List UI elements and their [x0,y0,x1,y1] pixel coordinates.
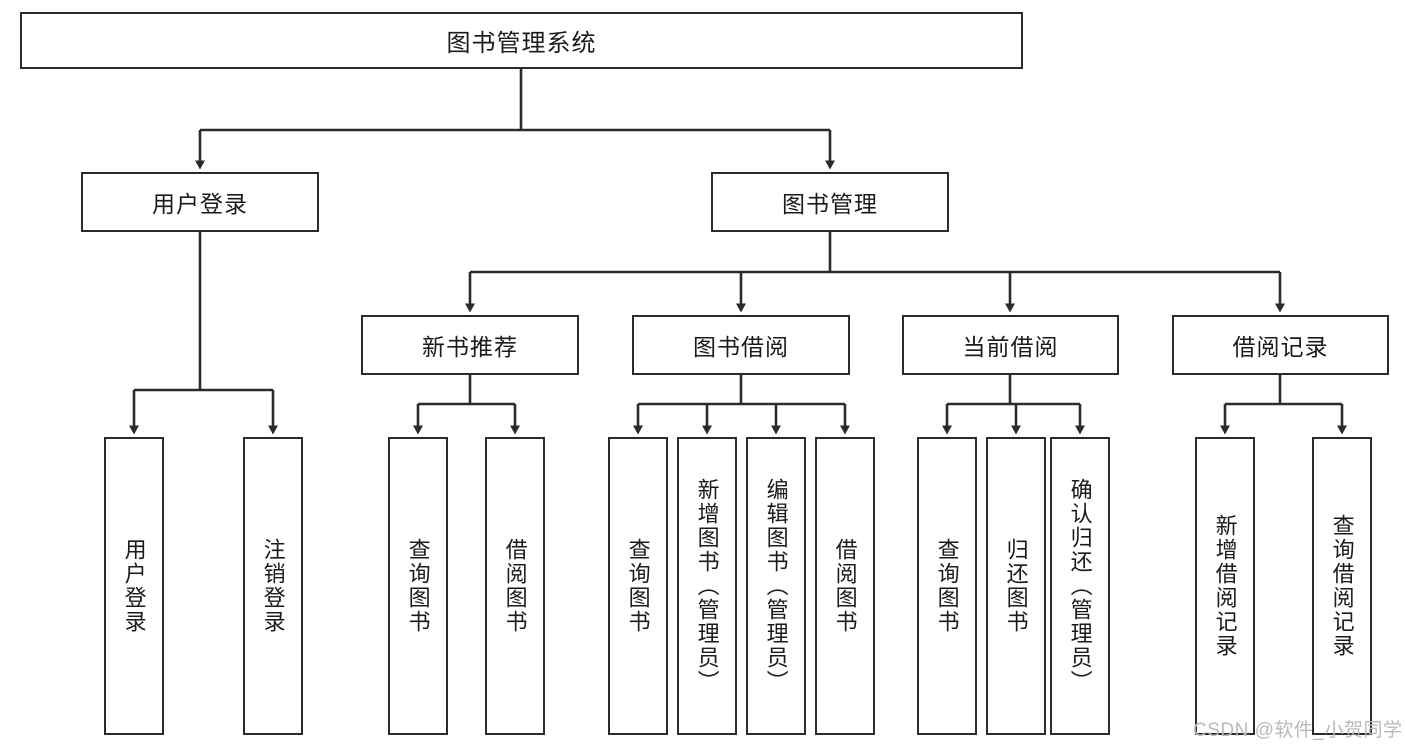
leaf-label: 新增借阅记录 [1212,514,1238,658]
node-leaf-confirm-return[interactable]: 确认归还（管理员） [1050,437,1110,735]
node-new-book-recommend[interactable]: 新书推荐 [361,315,579,375]
leaf-label: 借阅图书 [832,538,858,634]
node-current-borrow[interactable]: 当前借阅 [902,315,1119,375]
node-leaf-query-book-2[interactable]: 查询图书 [608,437,668,735]
leaf-label: 确认归还（管理员） [1067,478,1093,694]
node-leaf-add-record[interactable]: 新增借阅记录 [1195,437,1255,735]
leaf-label: 注销登录 [260,538,286,634]
node-leaf-query-book-3[interactable]: 查询图书 [917,437,977,735]
leaf-label: 归还图书 [1003,538,1029,634]
leaf-label: 查询图书 [934,538,960,634]
leaf-label: 用户登录 [121,538,147,634]
leaf-label: 查询借阅记录 [1329,514,1355,658]
node-leaf-borrow-book-2[interactable]: 借阅图书 [815,437,875,735]
csdn-watermark: CSDN @软件_小贺同学 [1193,720,1403,741]
node-leaf-query-book-1[interactable]: 查询图书 [388,437,448,735]
node-leaf-query-record[interactable]: 查询借阅记录 [1312,437,1372,735]
leaf-label: 编辑图书（管理员） [763,478,789,694]
node-leaf-user-logout[interactable]: 注销登录 [243,437,303,735]
leaf-label: 查询图书 [625,538,651,634]
leaf-label: 查询图书 [405,538,431,634]
node-leaf-add-book[interactable]: 新增图书（管理员） [677,437,737,735]
node-user-login[interactable]: 用户登录 [81,172,319,232]
node-leaf-user-login[interactable]: 用户登录 [104,437,164,735]
node-book-borrow[interactable]: 图书借阅 [632,315,850,375]
node-borrow-record[interactable]: 借阅记录 [1172,315,1389,375]
node-leaf-borrow-book-1[interactable]: 借阅图书 [485,437,545,735]
leaf-label: 借阅图书 [502,538,528,634]
node-leaf-return-book[interactable]: 归还图书 [986,437,1046,735]
node-leaf-edit-book[interactable]: 编辑图书（管理员） [746,437,806,735]
leaf-label: 新增图书（管理员） [694,478,720,694]
node-book-manage[interactable]: 图书管理 [711,172,949,232]
node-root[interactable]: 图书管理系统 [20,12,1023,69]
